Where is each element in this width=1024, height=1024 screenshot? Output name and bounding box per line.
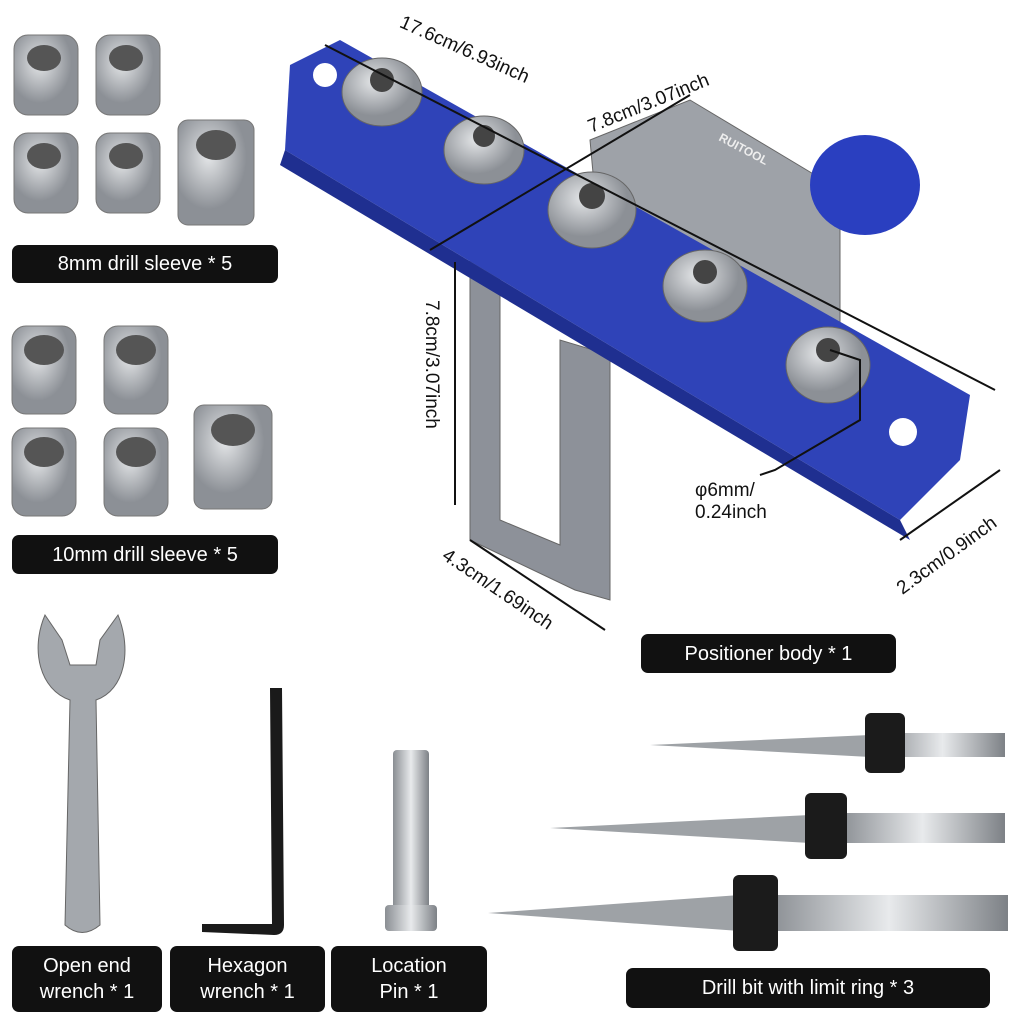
- location-pin: [385, 750, 437, 931]
- dimension-hole: φ6mm/ 0.24inch: [695, 480, 767, 524]
- label-line: wrench * 1: [39, 981, 135, 1003]
- positioner-body: RUITOOL: [280, 40, 970, 601]
- hole-line2: 0.24inch: [695, 502, 767, 523]
- label-positioner-body: Positioner body * 1: [641, 634, 896, 673]
- label-10mm-sleeve: 10mm drill sleeve * 5: [12, 535, 278, 574]
- label-line: Open end: [43, 955, 131, 977]
- label-line: Pin * 1: [379, 981, 439, 1003]
- drill-bits: [488, 713, 1008, 951]
- label-8mm-sleeve: 8mm drill sleeve * 5: [12, 245, 278, 283]
- label-line: wrench * 1: [200, 981, 295, 1003]
- label-hexagon-wrench: Hexagon wrench * 1: [170, 946, 325, 1012]
- hole-line1: φ6mm/: [695, 480, 755, 501]
- drill-sleeves-10mm: [11, 325, 273, 517]
- label-open-end-wrench: Open end wrench * 1: [12, 946, 162, 1012]
- hexagon-wrench: [202, 688, 284, 935]
- open-end-wrench: [37, 613, 126, 933]
- label-line: Hexagon: [207, 955, 288, 977]
- drill-sleeves-8mm: [13, 34, 255, 226]
- label-line: Location: [371, 955, 447, 977]
- label-drill-bit: Drill bit with limit ring * 3: [626, 968, 990, 1008]
- dimension-lines: [324, 44, 1001, 631]
- dimension-height: 7.8cm/3.07inch: [421, 300, 442, 429]
